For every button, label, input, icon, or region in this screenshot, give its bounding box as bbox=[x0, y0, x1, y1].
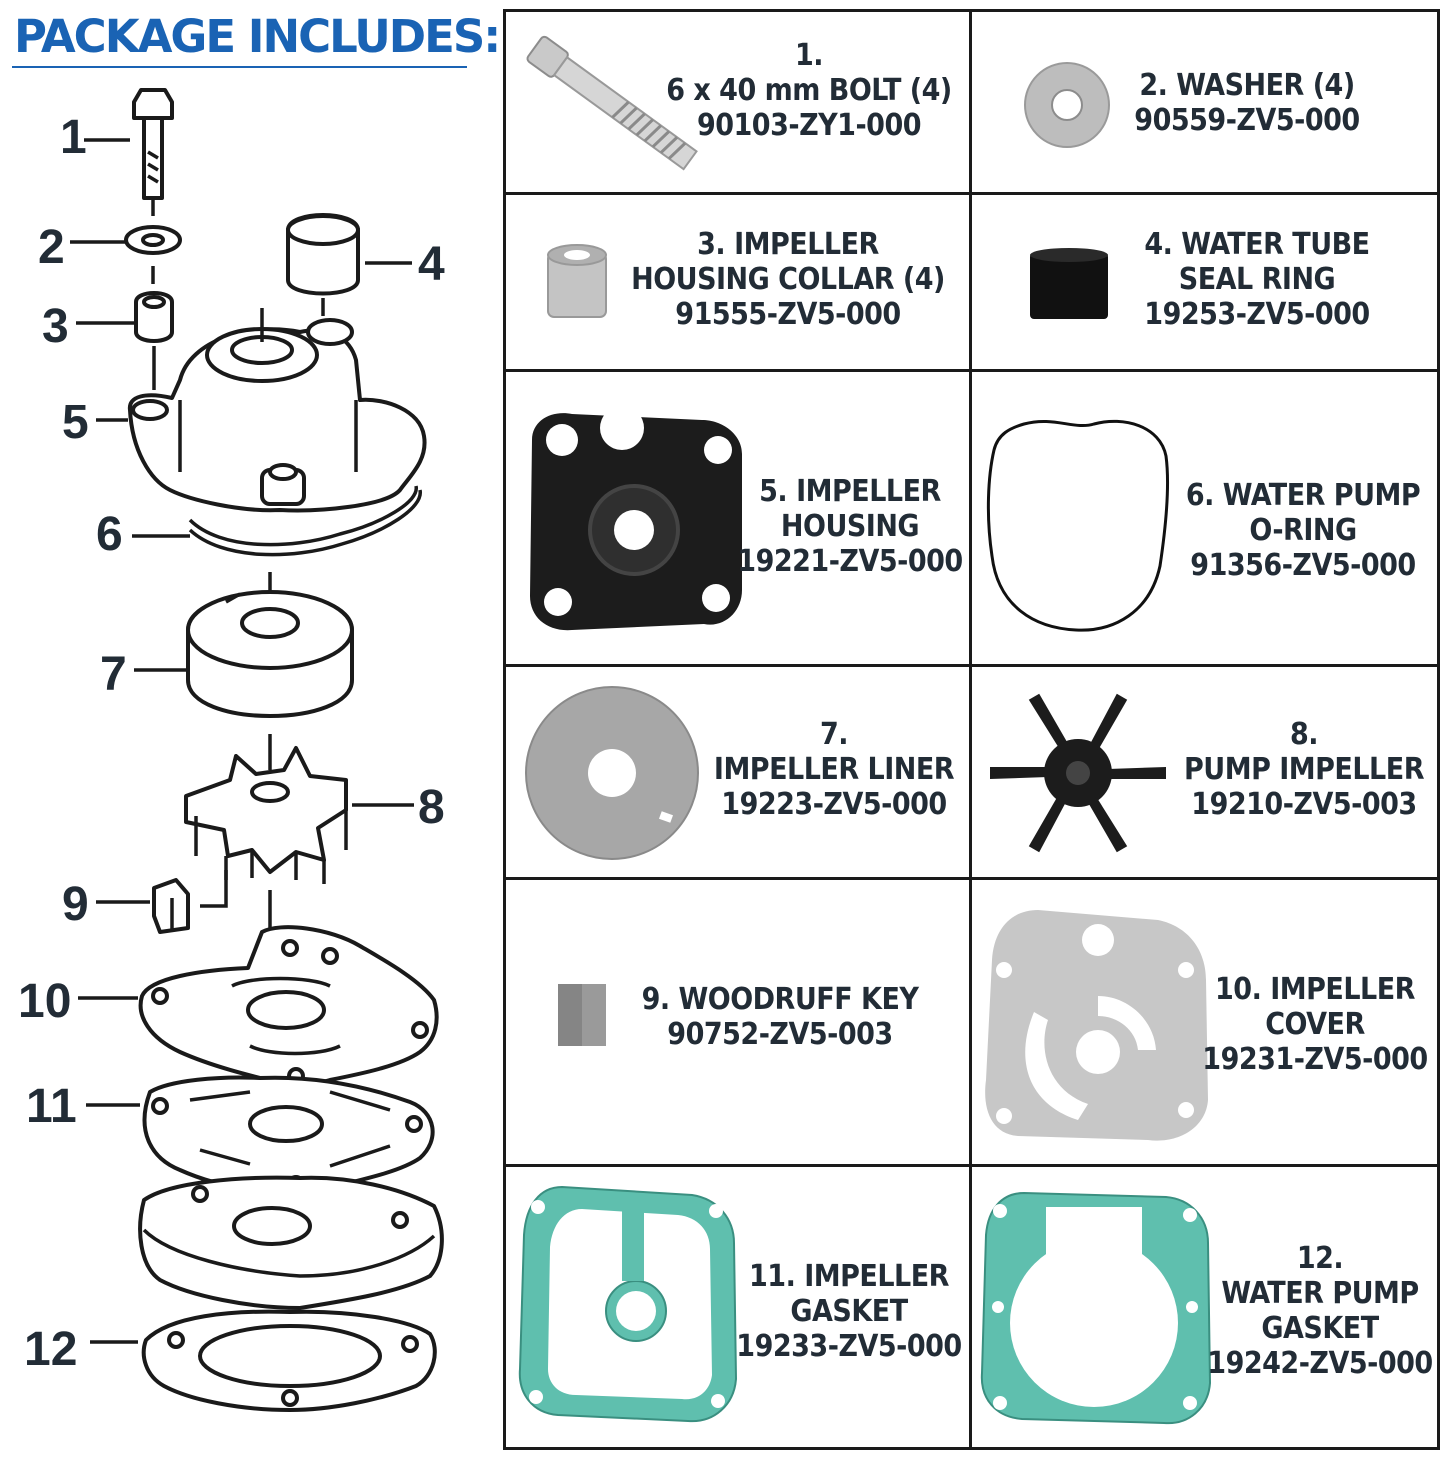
water-pump-gasket-line1: WATER PUMP bbox=[1221, 1276, 1419, 1311]
diagram-washer bbox=[124, 225, 182, 284]
woodruff-key-photo bbox=[558, 984, 606, 1046]
water-pump-gasket-index: 12. bbox=[1296, 1241, 1344, 1276]
collar-part-number: 91555-ZV5-000 bbox=[675, 297, 901, 332]
callout-7: 7 bbox=[100, 648, 127, 701]
impeller-cover-caption: 10. IMPELLER COVER 19231-ZV5-000 bbox=[1190, 972, 1437, 1077]
o-ring-part-number: 91356-ZV5-000 bbox=[1190, 548, 1416, 583]
washer-photo bbox=[1024, 62, 1110, 148]
bolt-caption: 1. 6 x 40 mm BOLT (4) 90103-ZY1-000 bbox=[646, 38, 969, 143]
callout-9: 9 bbox=[62, 878, 89, 931]
impeller-liner-part-number: 19223-ZV5-000 bbox=[721, 787, 947, 822]
o-ring-caption: 6. WATER PUMP O-RING 91356-ZV5-000 bbox=[1168, 478, 1437, 583]
page-title: PACKAGE INCLUDES: bbox=[14, 10, 501, 63]
seal-ring-part-number: 19253-ZV5-000 bbox=[1144, 297, 1370, 332]
diagram-impeller bbox=[184, 734, 348, 884]
pump-impeller-index: 8. bbox=[1289, 717, 1319, 752]
diagram-bottom-gasket bbox=[141, 1309, 437, 1412]
diagram-bolt bbox=[132, 88, 174, 216]
part-cell-water-pump-gasket: 12. WATER PUMP GASKET 19242-ZV5-000 bbox=[972, 1167, 1437, 1447]
impeller-cover-line1: 10. IMPELLER bbox=[1215, 972, 1415, 1007]
collar-caption: 3. IMPELLER HOUSING COLLAR (4) 91555-ZV5… bbox=[610, 227, 966, 332]
collar-line2: HOUSING COLLAR (4) bbox=[631, 262, 945, 297]
diagram-o-ring bbox=[188, 485, 422, 557]
impeller-gasket-line1: 11. IMPELLER bbox=[749, 1259, 949, 1294]
o-ring-line1: 6. WATER PUMP bbox=[1185, 478, 1421, 513]
callout-10: 10 bbox=[18, 975, 71, 1028]
callout-6: 6 bbox=[96, 508, 123, 561]
impeller-gasket-caption: 11. IMPELLER GASKET 19233-ZV5-000 bbox=[730, 1259, 968, 1364]
impeller-housing-part-number: 19221-ZV5-000 bbox=[737, 544, 963, 579]
part-cell-bolt: 1. 6 x 40 mm BOLT (4) 90103-ZY1-000 bbox=[506, 12, 972, 195]
seal-ring-photo bbox=[1030, 248, 1108, 319]
impeller-gasket-line2: GASKET bbox=[790, 1294, 908, 1329]
callout-4: 4 bbox=[418, 238, 445, 291]
pump-impeller-part-number: 19210-ZV5-003 bbox=[1191, 787, 1417, 822]
part-cell-o-ring: 6. WATER PUMP O-RING 91356-ZV5-000 bbox=[972, 372, 1437, 667]
diagram-liner bbox=[186, 572, 354, 718]
collar-line1: 3. IMPELLER bbox=[697, 227, 879, 262]
seal-ring-caption: 4. WATER TUBE SEAL RING 19253-ZV5-000 bbox=[1112, 227, 1402, 332]
impeller-cover-part-number: 19231-ZV5-000 bbox=[1202, 1042, 1428, 1077]
washer-caption: 2. WASHER (4) 90559-ZV5-000 bbox=[1102, 68, 1392, 138]
part-cell-seal-ring: 4. WATER TUBE SEAL RING 19253-ZV5-000 bbox=[972, 195, 1437, 372]
part-cell-impeller-cover: 10. IMPELLER COVER 19231-ZV5-000 bbox=[972, 880, 1437, 1167]
bolt-part-number: 90103-ZY1-000 bbox=[696, 108, 922, 143]
part-cell-woodruff-key: 9. WOODRUFF KEY 90752-ZV5-003 bbox=[506, 880, 972, 1167]
callout-11: 11 bbox=[26, 1080, 77, 1133]
parts-grid: 1. 6 x 40 mm BOLT (4) 90103-ZY1-000 2. W… bbox=[503, 9, 1440, 1450]
impeller-housing-line1: 5. IMPELLER bbox=[759, 474, 941, 509]
diagram-key bbox=[152, 878, 190, 934]
callout-12: 12 bbox=[24, 1323, 77, 1376]
bolt-name: 6 x 40 mm BOLT (4) bbox=[666, 73, 952, 108]
pump-impeller-caption: 8. PUMP IMPELLER 19210-ZV5-003 bbox=[1174, 717, 1434, 822]
impeller-housing-line2: HOUSING bbox=[780, 509, 920, 544]
water-pump-gasket-part-number: 19242-ZV5-000 bbox=[1207, 1346, 1433, 1381]
impeller-gasket-photo bbox=[518, 1185, 738, 1423]
impeller-gasket-part-number: 19233-ZV5-000 bbox=[736, 1329, 962, 1364]
seal-ring-line2: SEAL RING bbox=[1178, 262, 1336, 297]
part-cell-collar: 3. IMPELLER HOUSING COLLAR (4) 91555-ZV5… bbox=[506, 195, 972, 372]
o-ring-photo bbox=[986, 419, 1170, 632]
impeller-cover-photo bbox=[985, 910, 1208, 1141]
part-cell-washer: 2. WASHER (4) 90559-ZV5-000 bbox=[972, 12, 1437, 195]
pump-impeller-photo bbox=[990, 693, 1166, 853]
part-cell-pump-impeller: 8. PUMP IMPELLER 19210-ZV5-003 bbox=[972, 667, 1437, 880]
water-pump-gasket-line2: GASKET bbox=[1261, 1311, 1379, 1346]
diagram-impeller-housing bbox=[127, 308, 427, 513]
woodruff-key-part-number: 90752-ZV5-003 bbox=[667, 1017, 893, 1052]
impeller-liner-photo bbox=[525, 686, 699, 860]
water-pump-gasket-photo bbox=[980, 1191, 1212, 1425]
impeller-cover-line2: COVER bbox=[1265, 1007, 1365, 1042]
callout-2: 2 bbox=[38, 221, 65, 274]
pump-impeller-name: PUMP IMPELLER bbox=[1184, 752, 1424, 787]
washer-name: 2. WASHER (4) bbox=[1139, 68, 1355, 103]
impeller-liner-index: 7. bbox=[819, 717, 849, 752]
bolt-photo bbox=[526, 35, 698, 171]
seal-ring-line1: 4. WATER TUBE bbox=[1144, 227, 1370, 262]
woodruff-key-name: 9. WOODRUFF KEY bbox=[641, 982, 919, 1017]
title-underline bbox=[12, 66, 467, 68]
bolt-index: 1. bbox=[794, 38, 824, 73]
callout-8: 8 bbox=[418, 781, 445, 834]
diagram-seal-ring bbox=[286, 213, 360, 316]
part-cell-impeller-liner: 7. IMPELLER LINER 19223-ZV5-000 bbox=[506, 667, 972, 880]
water-pump-gasket-caption: 12. WATER PUMP GASKET 19242-ZV5-000 bbox=[1202, 1241, 1437, 1381]
diagram-gasket bbox=[142, 1075, 435, 1195]
impeller-housing-photo bbox=[530, 406, 742, 631]
woodruff-key-caption: 9. WOODRUFF KEY 90752-ZV5-003 bbox=[610, 982, 950, 1052]
impeller-housing-caption: 5. IMPELLER HOUSING 19221-ZV5-000 bbox=[732, 474, 968, 579]
impeller-liner-caption: 7. IMPELLER LINER 19223-ZV5-000 bbox=[702, 717, 966, 822]
o-ring-line2: O-RING bbox=[1249, 513, 1357, 548]
diagram-plate bbox=[138, 1175, 444, 1310]
washer-part-number: 90559-ZV5-000 bbox=[1134, 103, 1360, 138]
diagram-collar bbox=[134, 291, 174, 390]
part-cell-impeller-housing: 5. IMPELLER HOUSING 19221-ZV5-000 bbox=[506, 372, 972, 667]
callout-5: 5 bbox=[62, 396, 89, 449]
exploded-diagram: 1 2 3 4 5 6 7 8 9 10 11 12 bbox=[18, 88, 445, 1412]
part-cell-impeller-gasket: 11. IMPELLER GASKET 19233-ZV5-000 bbox=[506, 1167, 972, 1447]
collar-photo bbox=[547, 244, 607, 318]
callout-3: 3 bbox=[42, 300, 69, 353]
callout-1: 1 bbox=[60, 111, 87, 164]
impeller-liner-name: IMPELLER LINER bbox=[713, 752, 955, 787]
